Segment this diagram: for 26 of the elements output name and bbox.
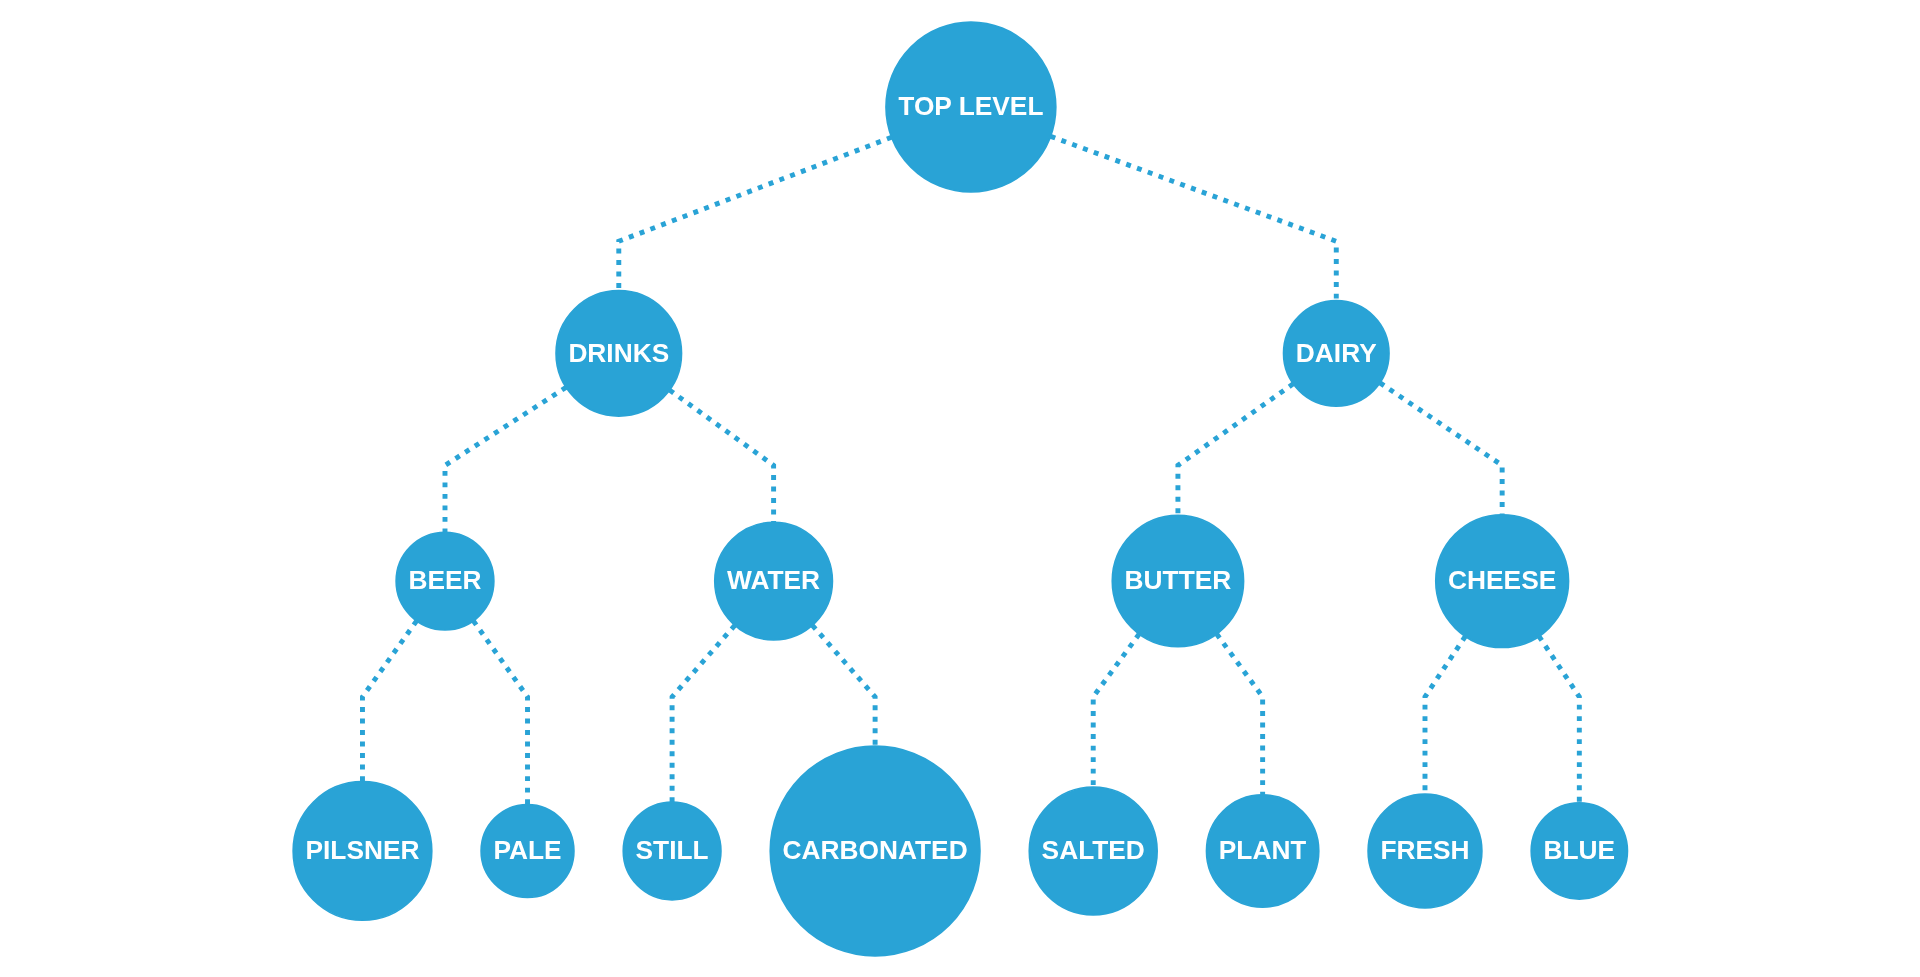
node-circle: PLANT [1205, 793, 1320, 908]
connector [616, 134, 893, 291]
node-circle: SALTED [1028, 785, 1158, 916]
node-circle: DAIRY [1282, 299, 1390, 407]
node-circle: WATER [713, 520, 833, 641]
connector [471, 618, 530, 805]
node-circle: BUTTER [1111, 514, 1245, 648]
connector [1536, 634, 1582, 803]
connector [1090, 632, 1141, 787]
node-circle: STILL [622, 800, 722, 901]
node-circle: BLUE [1530, 801, 1628, 900]
connector [810, 623, 878, 746]
connector [1049, 133, 1339, 301]
connector [669, 623, 737, 802]
connector [442, 384, 568, 532]
connector [1175, 381, 1295, 515]
node-circle: PALE [479, 803, 575, 898]
node-circle: BEER [395, 530, 495, 631]
node-circle: FRESH [1366, 792, 1483, 909]
connector [359, 618, 419, 782]
node-circle: CARBONATED [769, 744, 981, 957]
node-circle: PILSNER [292, 780, 433, 921]
node-circle: TOP LEVEL [884, 20, 1057, 193]
connector [1214, 632, 1265, 795]
node-circle: DRINKS [554, 289, 683, 417]
node-circle: CHEESE [1434, 513, 1570, 648]
